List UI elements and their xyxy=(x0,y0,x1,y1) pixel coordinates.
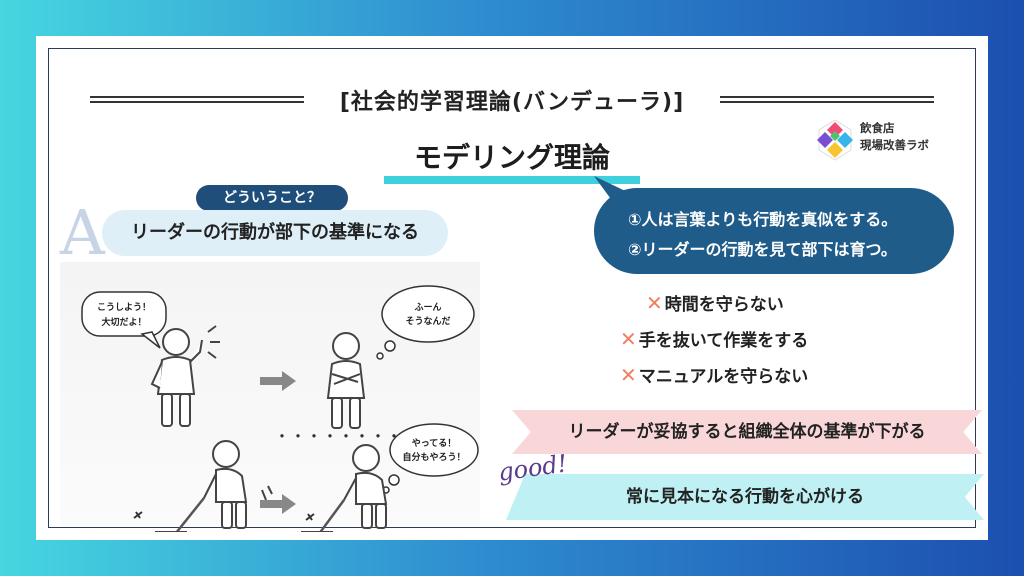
logo-mark-icon xyxy=(817,119,853,161)
cross-icon: ✕ xyxy=(620,363,637,387)
answer-box: リーダーの行動が部下の基準になる xyxy=(102,210,448,256)
slide-frame xyxy=(48,48,976,528)
logo-line-2: 現場改善ラボ xyxy=(860,138,929,152)
leader-bubble-line-2: 大切だよ！ xyxy=(101,316,146,328)
warning-band: リーダーが妥協すると組織全体の基準が下がる xyxy=(512,410,982,454)
staff-bubble-line-2: そうなんだ xyxy=(405,316,450,327)
header-rule-right xyxy=(720,96,934,103)
question-pill: どういうこと？ xyxy=(196,185,348,211)
leader-bubble-line-1: こうしよう！ xyxy=(97,302,151,313)
bad-item-label: 手を抜いて作業をする xyxy=(638,331,809,351)
motivated-bubble-line-1: やってる！ xyxy=(412,438,457,449)
arrow-right-icon xyxy=(260,371,296,391)
staff-figure xyxy=(326,332,366,429)
rule-1: ①人は言葉よりも行動を真似をする。 xyxy=(628,210,898,229)
bad-item-2: ✕手を抜いて作業をする xyxy=(620,326,808,351)
staff-sweeping-figure xyxy=(301,444,388,532)
good-practice-band: 常に見本になる行動を心がける xyxy=(506,474,984,520)
leader-figure xyxy=(150,325,220,427)
answer-letter: A xyxy=(60,196,105,269)
logo-line-1: 飲食店 xyxy=(860,121,895,135)
bad-item-label: 時間を守らない xyxy=(664,295,784,315)
slide-card: [社会的学習理論(バンデューラ)] モデリング理論 飲食店 現場改善ラボ どうい… xyxy=(36,36,988,540)
arrow-right-icon xyxy=(260,494,296,514)
motivated-bubble-line-2: 自分もやろう！ xyxy=(402,451,465,463)
header-title: [社会的学習理論(バンデューラ)] xyxy=(339,90,685,115)
staff-bubble-line-1: ふーん xyxy=(414,302,441,313)
staff-motivated-bubble: やってる！ 自分もやろう！ xyxy=(382,423,479,494)
cross-icon: ✕ xyxy=(620,327,637,351)
bad-item-1: ✕時間を守らない xyxy=(646,290,784,315)
cross-icon: ✕ xyxy=(646,291,663,315)
leader-sweeping-figure xyxy=(133,440,273,532)
title-underline xyxy=(384,176,640,184)
bad-item-label: マニュアルを守らない xyxy=(638,367,809,387)
leader-speech-bubble: こうしよう！ 大切だよ！ xyxy=(81,291,167,349)
bad-item-3: ✕マニュアルを守らない xyxy=(620,362,808,387)
rule-2: ②リーダーの行動を見て部下は育つ。 xyxy=(628,240,897,259)
rule-bubble: ①人は言葉よりも行動を真似をする。 ②リーダーの行動を見て部下は育つ。 xyxy=(594,188,954,274)
brand-logo: 飲食店 現場改善ラボ xyxy=(811,116,951,166)
page-title: モデリング理論 xyxy=(413,141,610,174)
modeling-illustration: こうしよう！ 大切だよ！ ふーん そうなんだ xyxy=(81,285,479,532)
staff-thought-bubble: ふーん そうなんだ xyxy=(376,285,475,360)
header-rule-left xyxy=(90,96,304,103)
